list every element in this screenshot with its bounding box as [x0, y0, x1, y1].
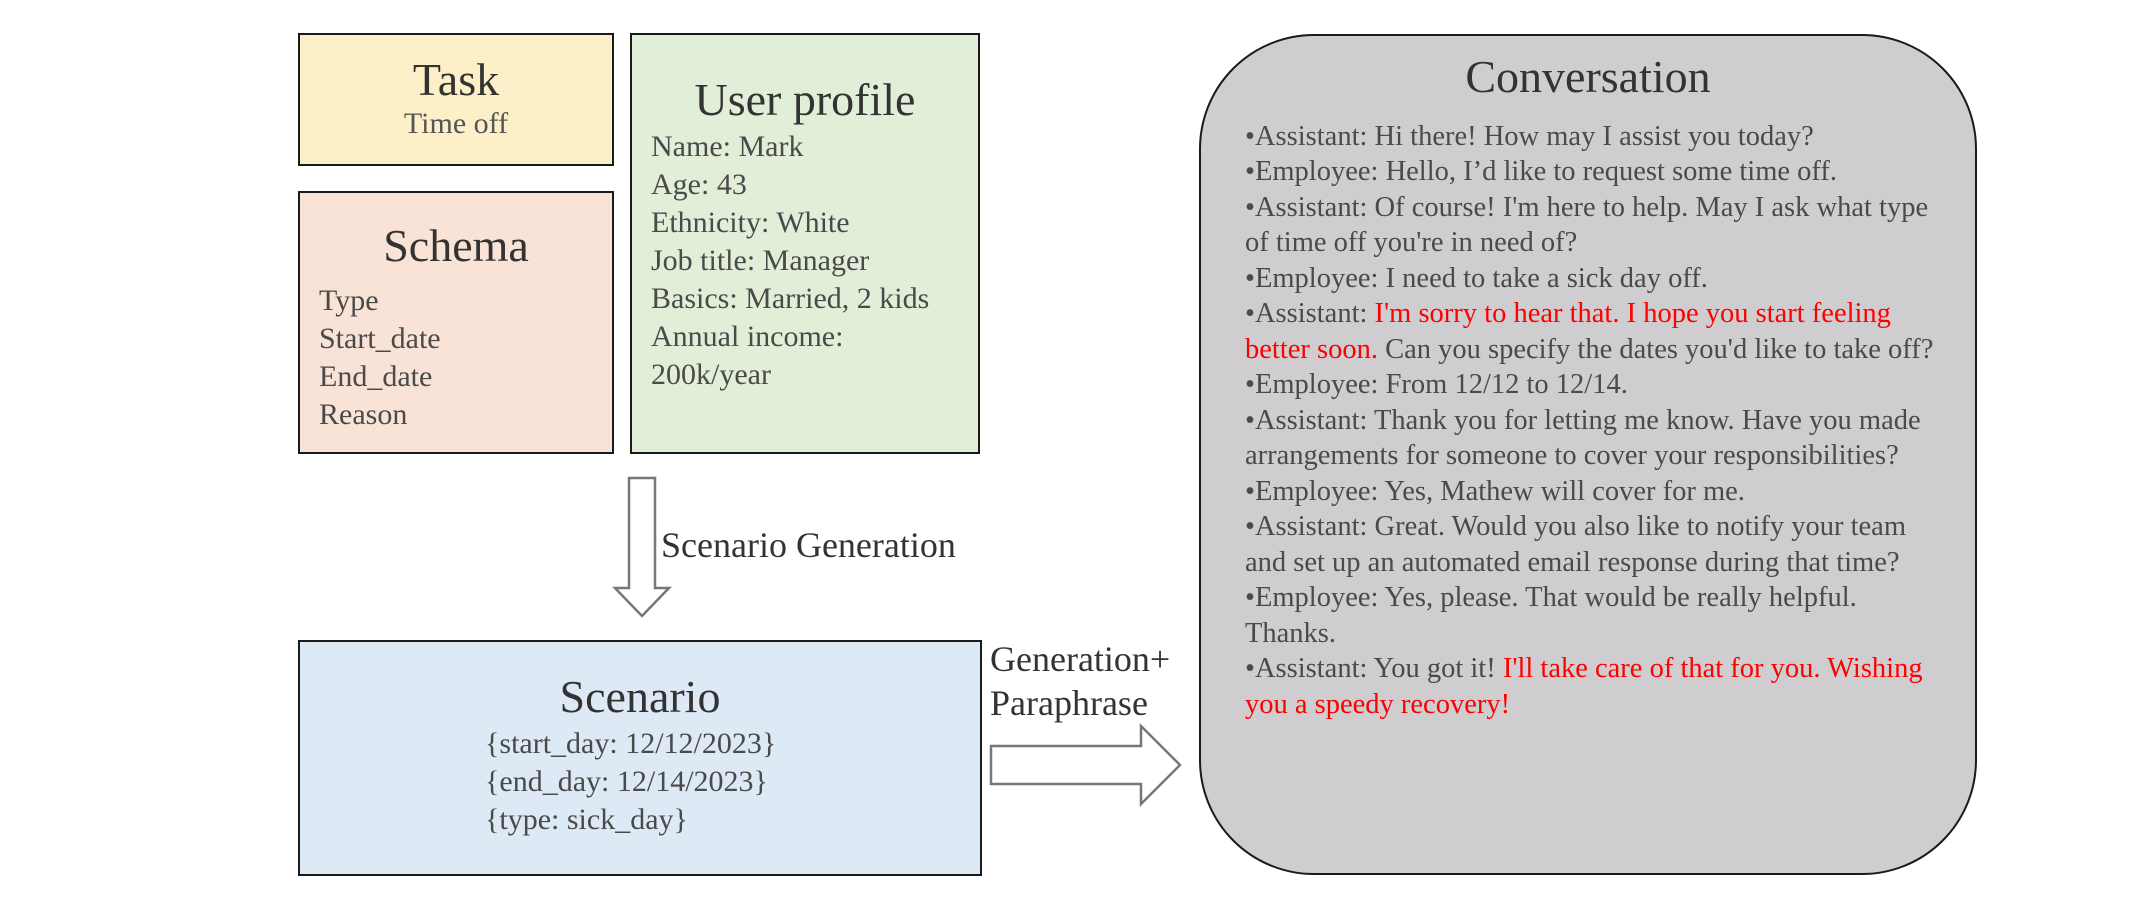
conversation-message: •Assistant: I'm sorry to hear that. I ho… [1245, 296, 1949, 367]
user-profile-title: User profile [694, 74, 916, 125]
scenario-box: Scenario {start_day: 12/12/2023} {end_da… [298, 640, 982, 876]
user-profile-box: User profile Name: Mark Age: 43 Ethnicit… [630, 33, 980, 454]
schema-fields: Type Start_date End_date Reason [319, 282, 612, 434]
scenario-title: Scenario [559, 671, 721, 722]
message-text: •Assistant: You got it! [1245, 653, 1503, 685]
task-box: Task Time off [298, 33, 614, 166]
schema-field: Reason [319, 397, 408, 431]
scenario-field: {type: sick_day} [485, 802, 688, 836]
scenario-fields: {start_day: 12/12/2023} {end_day: 12/14/… [485, 725, 980, 839]
profile-field: Job title: Manager [651, 243, 870, 277]
profile-field: Age: 43 [651, 167, 747, 201]
generation-label: Generation+ [990, 639, 1171, 679]
scenario-field: {end_day: 12/14/2023} [485, 764, 768, 798]
schema-box: Schema Type Start_date End_date Reason [298, 191, 614, 454]
conversation-message: •Assistant: Thank you for letting me kno… [1245, 404, 1921, 472]
task-value: Time off [403, 106, 509, 140]
scenario-field: {start_day: 12/12/2023} [485, 726, 777, 760]
conversation-message: •Assistant: You got it! I'll take care o… [1245, 651, 1949, 722]
highlighted-response-text: I'll take care of that for you. Wishing … [1245, 653, 1923, 720]
conversation-message: •Employee: Hello, I’d like to request so… [1245, 156, 1837, 188]
paraphrase-label: Paraphrase [990, 683, 1148, 723]
schema-field: End_date [319, 359, 433, 393]
schema-title: Schema [383, 220, 529, 271]
conversation-messages: •Assistant: Hi there! How may I assist y… [1245, 119, 1949, 723]
task-title: Task [412, 54, 500, 105]
scenario-generation-label: Scenario Generation [661, 525, 956, 565]
conversation-message: •Employee: From 12/12 to 12/14. [1245, 369, 1628, 401]
schema-field: Start_date [319, 321, 441, 355]
conversation-title: Conversation [1465, 51, 1711, 102]
message-text: •Assistant: [1245, 298, 1375, 330]
conversation-box: Conversation •Assistant: Hi there! How m… [1199, 34, 1977, 875]
profile-field: Annual income: [651, 319, 844, 353]
profile-field: Name: Mark [651, 129, 804, 163]
profile-field: Basics: Married, 2 kids [651, 281, 930, 315]
profile-field: Ethnicity: White [651, 205, 850, 239]
right-arrow-icon [989, 722, 1182, 808]
schema-field: Type [319, 283, 379, 317]
message-text: Can you specify the dates you'd like to … [1377, 333, 1934, 365]
user-profile-fields: Name: Mark Age: 43 Ethnicity: White Job … [651, 128, 978, 394]
profile-field: 200k/year [651, 357, 771, 391]
conversation-message: •Assistant: Of course! I'm here to help.… [1245, 191, 1929, 259]
highlighted-response-text: I'm sorry to hear that. I hope you start… [1245, 298, 1891, 365]
down-arrow-icon [612, 476, 672, 618]
conversation-message: •Employee: Yes, Mathew will cover for me… [1245, 475, 1745, 507]
conversation-message: •Assistant: Great. Would you also like t… [1245, 511, 1906, 578]
conversation-message: •Employee: Yes, please. That would be re… [1245, 582, 1857, 649]
conversation-message: •Employee: I need to take a sick day off… [1245, 262, 1708, 294]
conversation-message: •Assistant: Hi there! How may I assist y… [1245, 120, 1814, 152]
